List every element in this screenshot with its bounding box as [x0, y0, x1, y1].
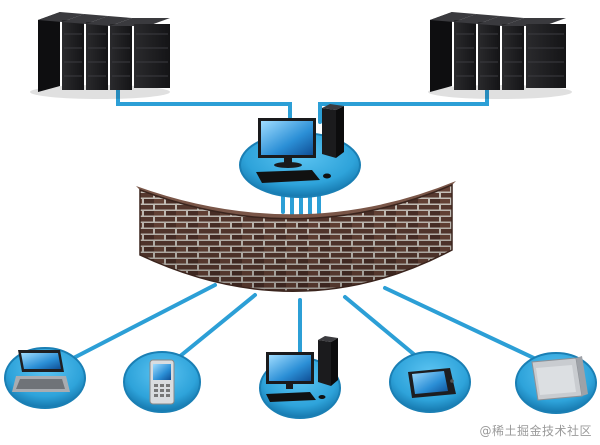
phone-node [123, 351, 201, 413]
mobile-phone-icon [149, 359, 175, 405]
link-left-server-to-hub [116, 86, 292, 124]
server-rack-right [428, 12, 572, 99]
server-unit [430, 12, 476, 92]
desktop-workstation-icon [256, 104, 344, 183]
link-wall-to-phone [166, 293, 257, 368]
drive-node [515, 352, 597, 414]
laptop-node [4, 347, 86, 409]
server-unit [502, 18, 566, 88]
link-wall-to-drive [383, 286, 557, 370]
server-unit [62, 14, 108, 90]
link-right-server-to-hub [318, 86, 489, 124]
server-rack-left [30, 12, 170, 99]
server-unit [110, 18, 170, 88]
server-unit [38, 12, 84, 92]
external-drive-icon [531, 356, 588, 401]
laptop-icon [12, 350, 70, 392]
tablet-icon [408, 368, 456, 398]
server-unit [454, 14, 500, 90]
link-wall-to-laptop [58, 283, 217, 367]
server-unit [478, 16, 524, 90]
desktop-computer-icon [266, 336, 338, 402]
desktop-node [259, 336, 341, 419]
network-links [58, 86, 557, 370]
watermark-text: @稀土掘金技术社区 [479, 424, 592, 438]
hub-node [239, 104, 361, 198]
server-unit [86, 16, 132, 90]
tablet-node [389, 351, 471, 413]
